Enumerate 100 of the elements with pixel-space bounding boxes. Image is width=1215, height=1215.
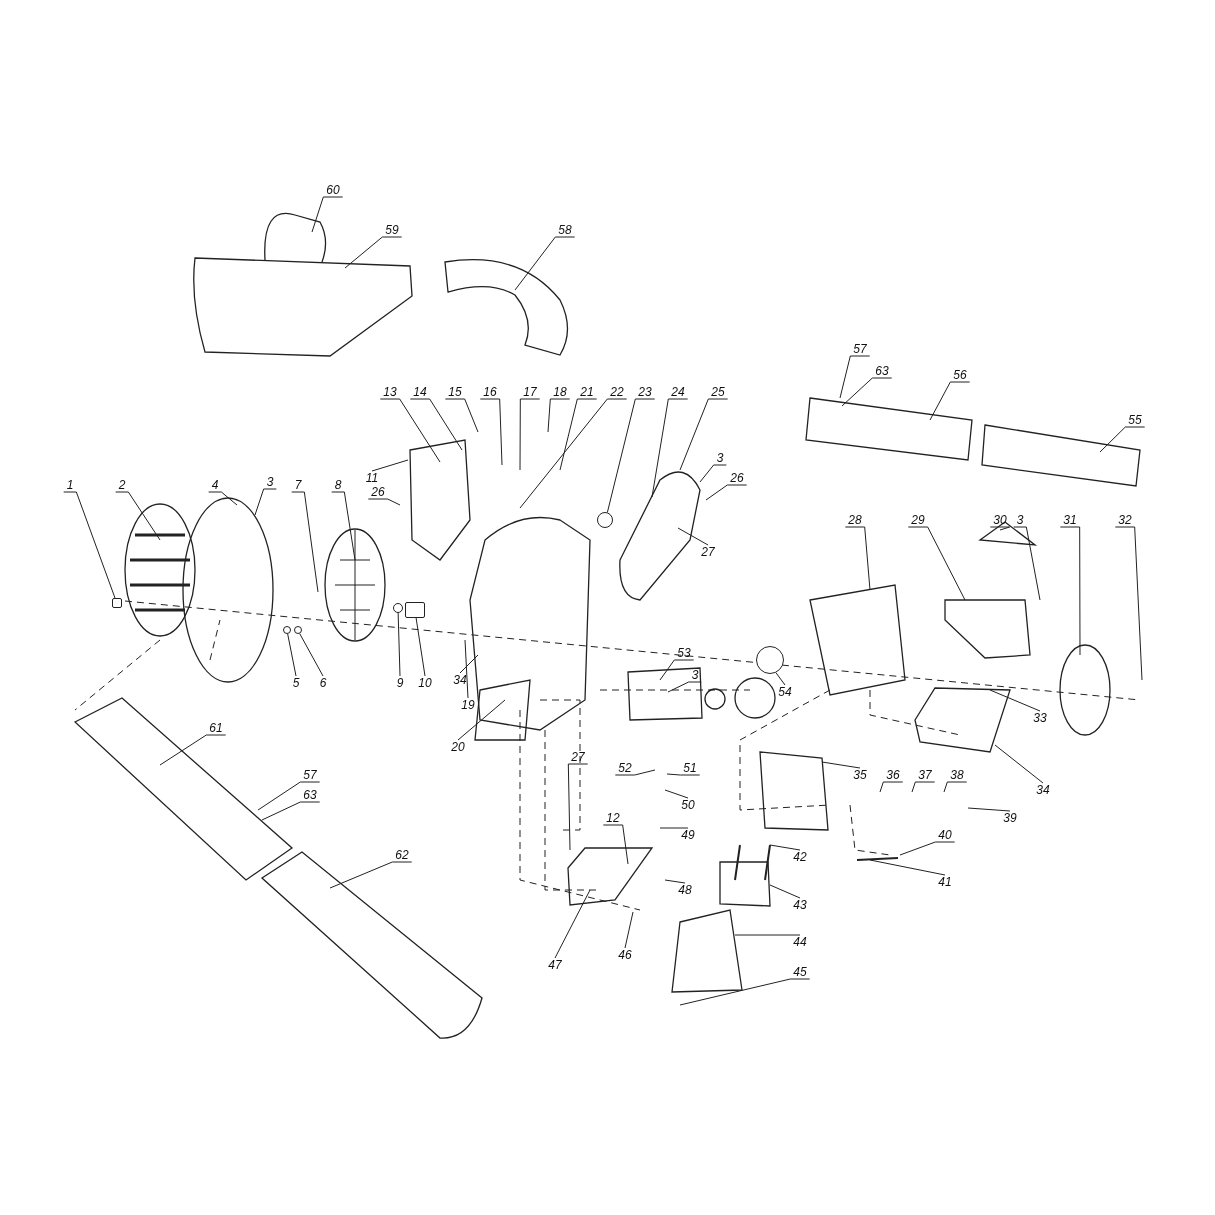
leader-line <box>519 398 541 471</box>
leader-line <box>479 398 503 466</box>
callout-number: 39 <box>1002 811 1018 825</box>
callout-number: 40 <box>937 828 953 842</box>
leader-line <box>775 672 786 686</box>
callout-number: 56 <box>952 368 968 382</box>
callout-number: 34 <box>452 673 468 687</box>
leader-line <box>1114 526 1143 681</box>
bolt <box>112 598 122 608</box>
callout-number: 22 <box>609 385 625 399</box>
callout-number: 59 <box>384 223 400 237</box>
callout-number: 58 <box>557 223 573 237</box>
leader-line <box>734 934 801 936</box>
callout-number: 35 <box>852 768 868 782</box>
leader-line <box>344 236 403 269</box>
callout-number: 3 <box>265 475 275 489</box>
callout-number: 47 <box>547 958 563 972</box>
callout-number: 27 <box>700 545 716 559</box>
leader-line <box>159 734 227 766</box>
callout-number: 30 <box>992 513 1008 527</box>
leader-line <box>331 491 356 561</box>
callout-number: 63 <box>302 788 318 802</box>
leader-line <box>415 617 426 677</box>
callout-number: 37 <box>917 768 933 782</box>
leader-line <box>257 781 321 811</box>
leader-line <box>291 491 319 593</box>
leader-line <box>254 488 277 516</box>
callout-number: 18 <box>552 385 568 399</box>
callout-number: 7 <box>293 478 303 492</box>
leader-line <box>287 633 297 677</box>
leader-line <box>651 398 689 498</box>
leader-line <box>547 398 571 433</box>
leader-line <box>464 639 469 699</box>
leader-line <box>664 879 686 884</box>
leader-line <box>911 781 936 793</box>
callout-number: 33 <box>1032 711 1048 725</box>
leader-line <box>606 398 656 513</box>
leader-line <box>705 484 748 501</box>
leader-line <box>659 827 689 829</box>
callout-number: 50 <box>680 798 696 812</box>
washer <box>294 626 302 634</box>
leader-line <box>63 491 116 599</box>
leader-line <box>679 978 811 1006</box>
callout-number: 3 <box>715 451 725 465</box>
callout-number: 3 <box>1015 513 1025 527</box>
leader-line <box>409 398 463 451</box>
callout-number: 21 <box>579 385 595 399</box>
callout-number: 6 <box>318 676 328 690</box>
leader-line <box>299 633 324 677</box>
leader-line <box>844 526 871 591</box>
callout-number: 26 <box>370 485 386 499</box>
callout-number: 5 <box>291 676 301 690</box>
callout-number: 34 <box>1035 783 1051 797</box>
callout-number: 45 <box>792 965 808 979</box>
callout-number: 60 <box>325 183 341 197</box>
washer <box>597 512 613 528</box>
leader-line <box>311 196 344 233</box>
leader-line <box>208 491 238 506</box>
callout-number: 25 <box>710 385 726 399</box>
callout-number: 57 <box>852 342 868 356</box>
callout-number: 48 <box>677 883 693 897</box>
callout-number: 36 <box>885 768 901 782</box>
callout-number: 52 <box>617 761 633 775</box>
callout-number: 53 <box>676 646 692 660</box>
callout-number: 8 <box>333 478 343 492</box>
callout-number: 15 <box>447 385 463 399</box>
callout-number: 16 <box>482 385 498 399</box>
callout-number: 1 <box>65 478 75 492</box>
callout-number: 3 <box>690 668 700 682</box>
leader-line <box>679 398 729 471</box>
callout-number: 51 <box>682 761 698 775</box>
callout-number: 63 <box>874 364 890 378</box>
callout-number: 32 <box>1117 513 1133 527</box>
callout-number: 24 <box>670 385 686 399</box>
callout-number: 31 <box>1062 513 1078 527</box>
leader-line <box>514 236 576 291</box>
leader-line <box>1099 426 1146 453</box>
callout-number: 13 <box>382 385 398 399</box>
washer <box>393 603 403 613</box>
callout-number: 41 <box>937 875 953 889</box>
leader-line <box>1059 526 1081 656</box>
leader-line <box>943 781 968 793</box>
callout-number: 57 <box>302 768 318 782</box>
callout-number: 62 <box>394 848 410 862</box>
leader-line <box>379 398 441 463</box>
leader-line <box>554 889 591 959</box>
leader-line <box>667 681 702 693</box>
leader-line <box>602 824 629 865</box>
leader-line <box>444 398 479 433</box>
callout-number: 28 <box>847 513 863 527</box>
leader-line <box>677 527 709 546</box>
leader-line <box>329 861 413 889</box>
callout-number: 10 <box>417 676 433 690</box>
leader-line <box>624 911 634 949</box>
leader-line <box>367 498 401 506</box>
callout-number: 23 <box>637 385 653 399</box>
leader-line <box>659 659 695 681</box>
callout-number: 43 <box>792 898 808 912</box>
leader-line <box>869 859 946 876</box>
leader-line <box>666 773 701 776</box>
